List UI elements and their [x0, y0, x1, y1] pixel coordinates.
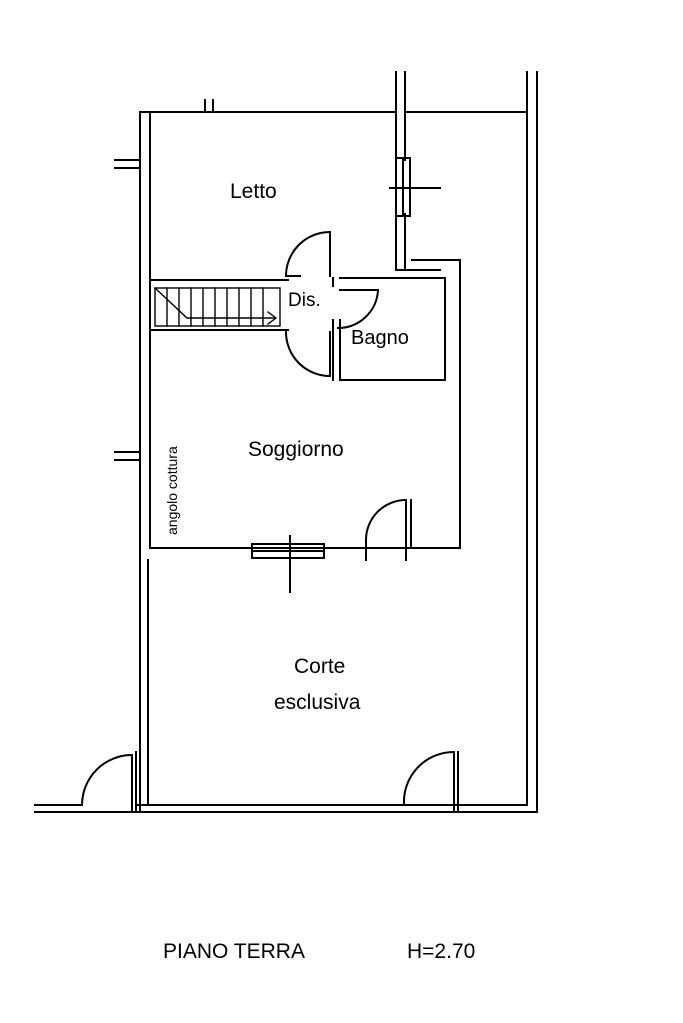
room-label-letto: Letto — [230, 180, 277, 203]
dis-doors — [284, 230, 380, 378]
outer-walls — [139, 71, 528, 561]
bedroom-window — [389, 157, 441, 217]
ceiling-height: H=2.70 — [407, 940, 476, 963]
soggiorno-door — [364, 498, 412, 561]
soggiorno-window — [251, 535, 325, 593]
room-label-soggiorno: Soggiorno — [248, 438, 344, 461]
courtyard-gates — [80, 750, 459, 813]
floor-name: PIANO TERRA — [163, 940, 305, 963]
room-label-corte-line2: esclusiva — [274, 691, 361, 714]
room-label-angolo-cottura: angolo cottura — [164, 446, 180, 535]
courtyard-walls — [34, 71, 538, 813]
staircase — [154, 287, 281, 327]
room-label-dis: Dis. — [288, 290, 321, 311]
room-label-corte-line1: Corte — [294, 655, 345, 678]
interior-walls — [149, 111, 461, 381]
room-label-bagno: Bagno — [351, 327, 409, 349]
left-wall-stubs — [114, 159, 141, 461]
